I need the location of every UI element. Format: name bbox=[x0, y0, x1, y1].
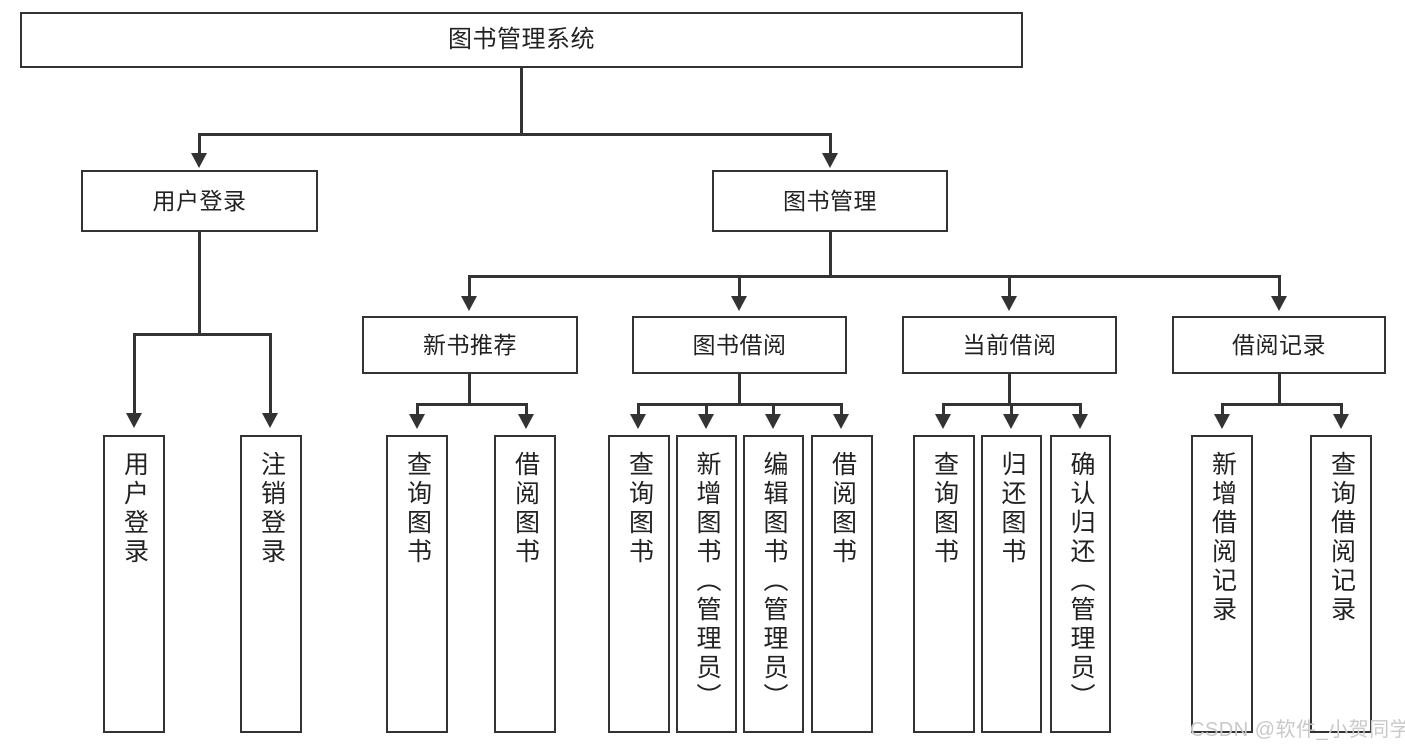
connector-br-leaf-0 bbox=[1221, 403, 1224, 416]
connector-cb-leaf-2 bbox=[1079, 403, 1082, 416]
connector-book-management-bus bbox=[468, 275, 1281, 278]
connector-borrow-record-stem bbox=[1278, 374, 1281, 405]
leaf-logout[interactable]: 注销登录 bbox=[240, 435, 302, 733]
node-label: 确认归还（管理员） bbox=[1067, 451, 1095, 712]
node-label: 图书管理 bbox=[783, 187, 877, 214]
node-book-management[interactable]: 图书管理 bbox=[712, 170, 948, 232]
node-label: 编辑图书（管理员） bbox=[760, 451, 788, 712]
connector-to-book-borrow bbox=[738, 275, 741, 298]
node-label: 查询借阅记录 bbox=[1327, 451, 1356, 625]
arrow-to-book-borrow bbox=[731, 296, 747, 311]
connector-book-borrow-stem bbox=[738, 374, 741, 405]
node-label: 借阅记录 bbox=[1232, 331, 1326, 358]
arrow-cb-leaf-0 bbox=[935, 414, 951, 429]
leaf-query-book-current[interactable]: 查询图书 bbox=[913, 435, 975, 733]
arrow-bb-leaf-2 bbox=[765, 414, 781, 429]
arrow-cb-leaf-1 bbox=[1003, 414, 1019, 429]
connector-to-new-book-recommend bbox=[468, 275, 471, 298]
node-book-borrow[interactable]: 图书借阅 bbox=[632, 316, 847, 374]
leaf-add-book-admin[interactable]: 新增图书（管理员） bbox=[676, 435, 737, 733]
arrow-to-leaf-logout bbox=[262, 413, 278, 428]
leaf-return-book[interactable]: 归还图书 bbox=[981, 435, 1042, 733]
leaf-confirm-return-admin[interactable]: 确认归还（管理员） bbox=[1050, 435, 1111, 733]
arrow-bb-leaf-3 bbox=[833, 414, 849, 429]
connector-user-login-stem bbox=[198, 232, 201, 336]
arrow-cb-leaf-2 bbox=[1072, 414, 1088, 429]
connector-cb-leaf-0 bbox=[942, 403, 945, 416]
node-label: 新增借阅记录 bbox=[1208, 451, 1237, 625]
connector-borrow-record-bus bbox=[1221, 403, 1340, 406]
connector-nbr-leaf-0 bbox=[416, 403, 419, 416]
arrow-to-book-management bbox=[822, 153, 838, 168]
arrow-bb-leaf-0 bbox=[630, 414, 646, 429]
node-root-book-management-system[interactable]: 图书管理系统 bbox=[20, 12, 1023, 68]
connector-current-borrow-stem bbox=[1008, 374, 1011, 405]
connector-book-management-stem bbox=[829, 232, 832, 278]
connector-root-to-book-management bbox=[829, 133, 832, 155]
leaf-user-login[interactable]: 用户登录 bbox=[103, 435, 165, 733]
connector-nbr-leaf-1 bbox=[525, 403, 528, 416]
connector-book-borrow-bus bbox=[637, 403, 843, 406]
connector-root-to-user-login bbox=[198, 133, 201, 155]
connector-to-current-borrow bbox=[1008, 275, 1011, 298]
connector-bb-leaf-3 bbox=[840, 403, 843, 416]
arrow-nbr-leaf-1 bbox=[518, 414, 534, 429]
leaf-query-book-recommend[interactable]: 查询图书 bbox=[386, 435, 448, 733]
node-label: 注销登录 bbox=[257, 451, 286, 567]
node-new-book-recommend[interactable]: 新书推荐 bbox=[362, 316, 578, 374]
node-label: 归还图书 bbox=[998, 451, 1026, 567]
arrow-to-new-book-recommend bbox=[461, 296, 477, 311]
leaf-query-book-borrow[interactable]: 查询图书 bbox=[608, 435, 670, 733]
connector-bb-leaf-1 bbox=[705, 403, 708, 416]
node-label: 图书借阅 bbox=[692, 331, 787, 358]
node-label: 查询图书 bbox=[625, 451, 654, 567]
connector-root-bus bbox=[198, 133, 832, 136]
node-current-borrow[interactable]: 当前借阅 bbox=[902, 316, 1117, 374]
arrow-bb-leaf-1 bbox=[698, 414, 714, 429]
node-user-login[interactable]: 用户登录 bbox=[81, 170, 318, 232]
node-label: 用户登录 bbox=[120, 451, 149, 567]
arrow-nbr-leaf-0 bbox=[409, 414, 425, 429]
connector-to-leaf-logout bbox=[269, 333, 272, 415]
connector-to-borrow-record bbox=[1278, 275, 1281, 298]
leaf-edit-book-admin[interactable]: 编辑图书（管理员） bbox=[743, 435, 804, 733]
node-label: 查询图书 bbox=[403, 451, 432, 567]
arrow-to-leaf-user-login bbox=[126, 413, 142, 428]
node-label: 借阅图书 bbox=[511, 451, 540, 567]
connector-new-book-recommend-stem bbox=[468, 374, 471, 405]
node-label: 新增图书（管理员） bbox=[693, 451, 721, 712]
node-borrow-record[interactable]: 借阅记录 bbox=[1172, 316, 1386, 374]
arrow-br-leaf-1 bbox=[1333, 414, 1349, 429]
node-label: 查询图书 bbox=[930, 451, 959, 567]
node-label: 新书推荐 bbox=[423, 331, 517, 358]
arrow-to-borrow-record bbox=[1271, 296, 1287, 311]
leaf-query-borrow-record[interactable]: 查询借阅记录 bbox=[1310, 435, 1372, 733]
arrow-br-leaf-0 bbox=[1214, 414, 1230, 429]
node-label: 借阅图书 bbox=[828, 451, 857, 567]
arrow-to-current-borrow bbox=[1001, 296, 1017, 311]
connector-bb-leaf-2 bbox=[772, 403, 775, 416]
connector-bb-leaf-0 bbox=[637, 403, 640, 416]
arrow-to-user-login bbox=[191, 153, 207, 168]
connector-cb-leaf-1 bbox=[1010, 403, 1013, 416]
leaf-borrow-book[interactable]: 借阅图书 bbox=[811, 435, 873, 733]
node-label: 当前借阅 bbox=[962, 331, 1057, 358]
csdn-watermark: CSDN @软件_小贺同学 bbox=[1190, 719, 1405, 741]
connector-br-leaf-1 bbox=[1340, 403, 1343, 416]
connector-user-login-bus bbox=[133, 333, 272, 336]
node-label: 图书管理系统 bbox=[448, 26, 595, 54]
connector-root-stem bbox=[520, 68, 523, 135]
node-label: 用户登录 bbox=[152, 187, 247, 214]
connector-to-leaf-user-login bbox=[133, 333, 136, 415]
leaf-borrow-book-recommend[interactable]: 借阅图书 bbox=[494, 435, 556, 733]
connector-new-book-recommend-bus bbox=[416, 403, 528, 406]
leaf-add-borrow-record[interactable]: 新增借阅记录 bbox=[1191, 435, 1253, 733]
